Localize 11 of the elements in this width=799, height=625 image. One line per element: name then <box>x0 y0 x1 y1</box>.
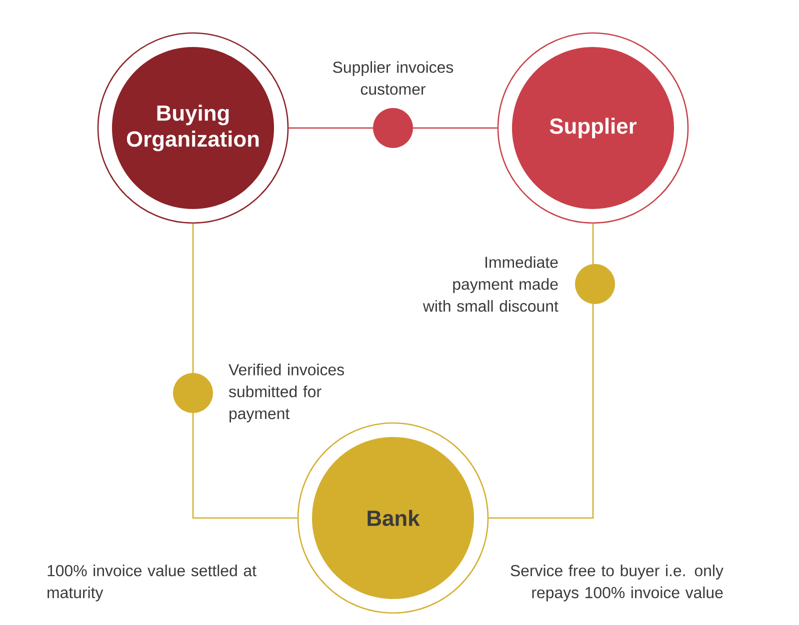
note-text: 100% invoice value settled at maturity <box>48 564 256 602</box>
edge-label: Verified invoices submitted for payment <box>228 364 344 422</box>
circle-node: Bank <box>297 422 489 614</box>
edge-label: Immediate payment made with small discount <box>422 256 558 312</box>
note-text: Service free to buyer i.e. only repays 100% invoice value <box>510 564 724 602</box>
connector-line <box>173 224 298 519</box>
circle-node: Supplier <box>497 32 689 224</box>
connector-line <box>288 108 498 148</box>
edge-label: Supplier invoices customer <box>333 61 454 95</box>
circle-node: Buying Organization <box>97 32 289 224</box>
connector-line <box>488 224 615 519</box>
